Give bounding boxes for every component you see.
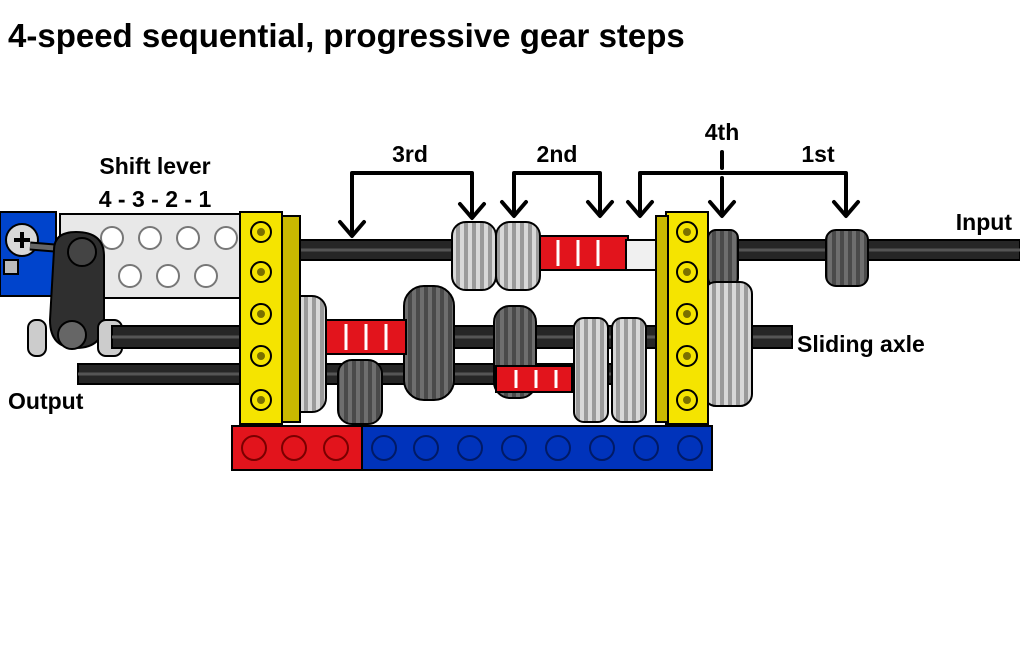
gear-label-1st: 1st [801,141,835,167]
red-couplers [325,235,657,393]
gear-step-arrows [338,150,860,238]
gear-3rd [451,221,497,291]
shift-lever-label: Shift lever [99,153,210,179]
arrow-2nd-left [500,200,528,218]
bushing-input [625,239,657,271]
gear-label-4th: 4th [705,119,740,145]
bracket-2nd [512,171,602,214]
grey-gear-right-a [573,317,609,423]
shift-sequence-label: 4 - 3 - 2 - 1 [99,186,212,212]
bracket-1st [638,171,848,214]
gear-2nd [495,221,541,291]
arrow-3rd-right [458,202,486,220]
input-label: Input [956,209,1013,235]
arrow-1st-left [626,200,654,218]
arrow-2nd-right [586,200,614,218]
coupler-input [537,235,629,271]
dark-gear-large [403,285,455,401]
arrow-3rd-left [338,220,366,238]
coupler-output [495,365,573,393]
page-title: 4-speed sequential, progressive gear ste… [8,17,685,54]
arrow-1st-right [832,200,860,218]
sliding-axle-label: Sliding axle [797,331,925,357]
shift-mechanism [0,211,247,357]
grey-gear-right-b [611,317,647,423]
beam-holes [100,226,238,288]
bracket-3rd [350,171,474,236]
base-bricks [231,425,713,471]
dark-gear-small [337,359,383,425]
gear-label-2nd: 2nd [537,141,578,167]
gear-label-3rd: 3rd [392,141,428,167]
output-label: Output [8,388,84,414]
gear-4th [707,229,739,287]
yellow-beams [239,211,709,425]
arrow-4th [708,200,736,218]
gear-1st [825,229,869,287]
gear-driven-right [703,281,753,407]
